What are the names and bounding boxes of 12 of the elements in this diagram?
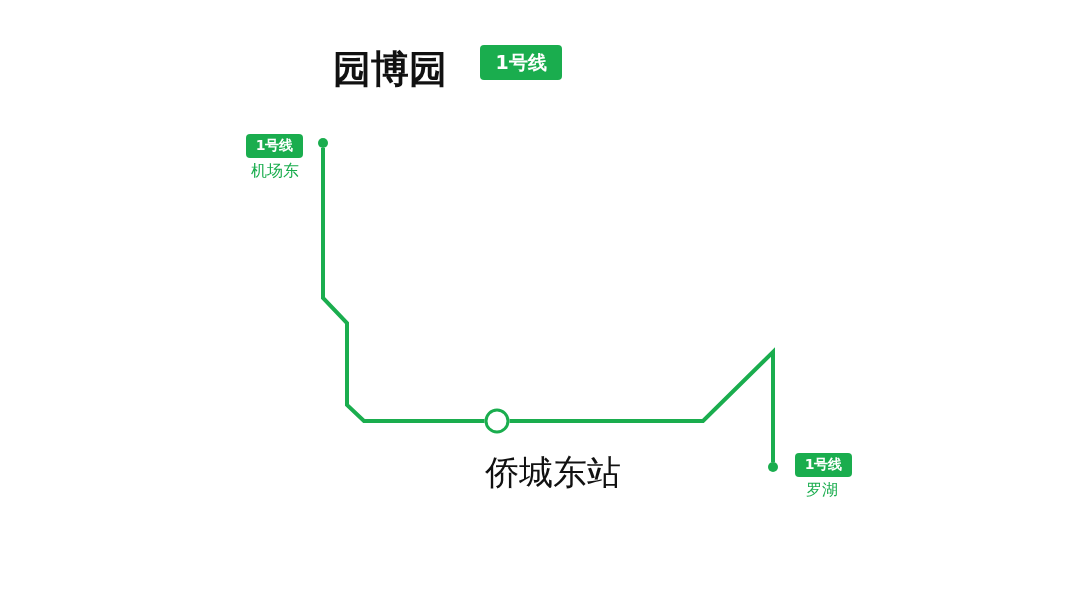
metro-line <box>509 347 775 462</box>
line-badge: 1号线 <box>246 134 303 158</box>
metro-line <box>321 148 485 423</box>
terminal-dot <box>316 136 330 150</box>
station-name: 侨城东站 <box>485 452 621 493</box>
terminal-dot <box>766 460 780 474</box>
station-name: 罗湖 <box>806 480 838 500</box>
station-name: 机场东 <box>251 161 299 181</box>
station-circle <box>484 408 510 434</box>
title: 园博园 <box>333 46 447 93</box>
line-badge: 1号线 <box>480 45 562 80</box>
line-badge: 1号线 <box>795 453 852 477</box>
